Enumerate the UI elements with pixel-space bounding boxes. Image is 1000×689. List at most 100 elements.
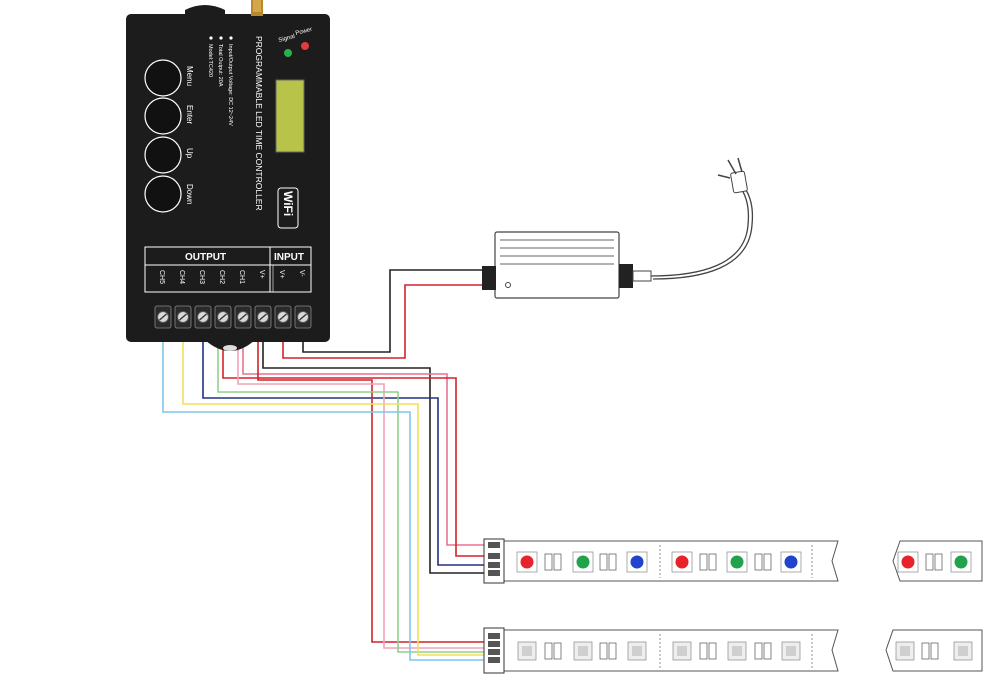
- screw-slot-2: [179, 313, 187, 321]
- bottom-connector-pin-3: [488, 649, 500, 655]
- wifi-antenna-tip: [253, 0, 261, 12]
- bottom-resistor-4-b: [763, 642, 772, 660]
- terminal-label-out-vplus: V+: [258, 270, 265, 279]
- wire-yellow-ch4-bottom-strip: [182, 335, 486, 656]
- wire-lightpink-ch1b-bottom-strip: [237, 335, 486, 649]
- top-led-green-1: [576, 555, 590, 569]
- top-resistor-2: [599, 553, 608, 571]
- led-strips: [483, 538, 983, 674]
- wire-red-v-plus-bottom-strip: [257, 335, 486, 643]
- ac-prong-3: [717, 174, 731, 179]
- bottom-piece-resistor: [921, 642, 930, 660]
- screw-slot-3: [199, 313, 207, 321]
- top-led-blue-2: [784, 555, 798, 569]
- bottom-connector-pin-2: [488, 641, 500, 647]
- top-piece-led-red: [901, 555, 915, 569]
- wire-lightblue-ch5-bottom-strip: [162, 335, 486, 661]
- top-resistor-4-b: [763, 553, 772, 571]
- screw-slot-5: [239, 313, 247, 321]
- terminal-label-out-ch4: CH4: [178, 270, 185, 284]
- bottom-resistor-3-b: [708, 642, 717, 660]
- bottom-led-white-5-chip: [732, 646, 742, 656]
- ac-prong-2: [737, 157, 743, 173]
- top-piece-resistor-b: [934, 553, 943, 571]
- top-resistor-1: [544, 553, 553, 571]
- bottom-resistor-3: [699, 642, 708, 660]
- enter-button[interactable]: [144, 97, 182, 135]
- menu-button[interactable]: [144, 59, 182, 97]
- signal-led: [284, 49, 292, 57]
- spec-total-output: Total Output: 20A: [217, 44, 223, 87]
- screw-slot-7: [279, 313, 287, 321]
- top-resistor-3: [699, 553, 708, 571]
- top-led-red-1: [520, 555, 534, 569]
- terminal-label-panel: [144, 246, 312, 293]
- top-connector-pin-4: [488, 570, 500, 576]
- bottom-piece-led-2-chip: [958, 646, 968, 656]
- wire-black-v-plus-top-strip: [262, 335, 486, 574]
- spec-model: Model:TC420: [207, 44, 213, 77]
- input-header: INPUT: [274, 252, 304, 263]
- wires: [162, 269, 488, 661]
- output-header: OUTPUT: [185, 252, 226, 263]
- bottom-resistor-1-b: [553, 642, 562, 660]
- wire-black-psu-to-input-minus: [302, 269, 485, 353]
- bottom-led-white-4-chip: [677, 646, 687, 656]
- down-label: Down: [185, 184, 194, 204]
- bottom-led-white-2-chip: [578, 646, 588, 656]
- down-button[interactable]: [144, 175, 182, 213]
- terminal-label-out-ch2: CH2: [218, 270, 225, 284]
- bottom-piece-led-1-chip: [900, 646, 910, 656]
- menu-label: Menu: [185, 66, 194, 86]
- bottom-resistor-1: [544, 642, 553, 660]
- psu-ac-strain-relief: [632, 270, 652, 282]
- wire-red-psu-to-input-plus: [282, 284, 488, 359]
- psu-ac-plug: [619, 264, 633, 288]
- up-button[interactable]: [144, 136, 182, 174]
- psu-ac-cable: [650, 189, 750, 277]
- top-piece-resistor: [925, 553, 934, 571]
- spec-bullet-3: [229, 36, 233, 40]
- enter-label: Enter: [185, 105, 194, 124]
- terminal-label-out-ch1: CH1: [238, 270, 245, 284]
- controller-mount-hole: [223, 345, 237, 351]
- screw-slot-6: [259, 313, 267, 321]
- strip-details: [516, 545, 973, 668]
- bottom-resistor-2-b: [608, 642, 617, 660]
- psu-body: [494, 231, 620, 299]
- terminal-label-out-ch5: CH5: [158, 270, 165, 284]
- top-resistor-1-b: [553, 553, 562, 571]
- top-piece-led-green: [954, 555, 968, 569]
- power-label: Power: [295, 27, 313, 37]
- top-led-red-2: [675, 555, 689, 569]
- product-name: PROGRAMMABLE LED TIME CONTROLLER: [254, 36, 264, 211]
- bottom-resistor-4: [754, 642, 763, 660]
- wire-green-ch2b-bottom-strip: [217, 335, 486, 653]
- bottom-led-white-1-chip: [522, 646, 532, 656]
- psu-dc-plug: [482, 266, 496, 290]
- top-resistor-4: [754, 553, 763, 571]
- power-supply: [482, 157, 754, 299]
- ac-prong-1: [727, 159, 737, 175]
- wifi-logo: WiFi: [281, 191, 295, 216]
- screw-terminals: [154, 305, 312, 329]
- spec-bullet-1: [209, 36, 213, 40]
- ac-plug-head: [730, 170, 748, 194]
- terminal-label-out-ch3: CH3: [198, 270, 205, 284]
- lcd-screen: [275, 79, 305, 153]
- wire-blue-ch3-top-strip: [202, 335, 486, 566]
- spec-voltage: Input/Output Voltage: DC 12~24V: [227, 44, 233, 126]
- screw-slot-8: [299, 313, 307, 321]
- bottom-connector-pin-4: [488, 657, 500, 663]
- bottom-led-white-3-chip: [632, 646, 642, 656]
- terminal-label-in-vplus: V+: [278, 270, 285, 279]
- top-connector-pin-3: [488, 562, 500, 568]
- up-label: Up: [185, 148, 194, 159]
- top-resistor-2-b: [608, 553, 617, 571]
- spec-bullet-2: [219, 36, 223, 40]
- screw-slot-1: [159, 313, 167, 321]
- top-connector-pin-2: [488, 553, 500, 559]
- power-led: [301, 42, 309, 50]
